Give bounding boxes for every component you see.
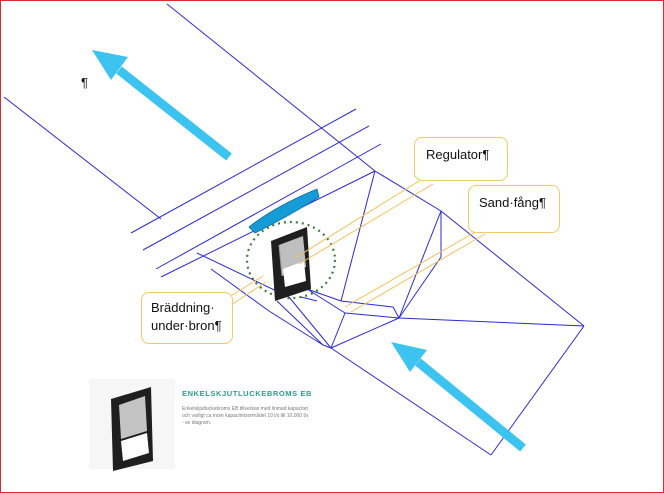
paragraph-mark: ¶: [81, 75, 88, 90]
flow-arrow-upstream: [391, 342, 526, 452]
regulator-highlight-circle: [245, 220, 337, 300]
regulator-callout-label: Regulator¶: [426, 147, 490, 162]
regulator-device-icon: [271, 227, 311, 301]
lower-channel-lines: [322, 210, 585, 456]
upper-channel-lines: [3, 3, 376, 278]
overflow-weir-shape: [248, 188, 320, 234]
sandfang-callout: Sand·fång¶: [468, 185, 560, 233]
inset-product-image: [89, 379, 175, 471]
braddning-callout: Bräddning· under·bron¶: [141, 292, 233, 344]
callout-leader-lines: [228, 180, 486, 313]
braddning-callout-line1: Bräddning·: [151, 300, 215, 315]
sandfang-callout-label: Sand·fång¶: [479, 195, 546, 210]
braddning-callout-line2: under·bron¶: [151, 318, 222, 333]
flow-arrow-downstream: [92, 50, 232, 161]
inset-description: Enkelskjutluckebroms EB tillverkas med l…: [182, 406, 309, 426]
inset-title: ENKELSKJUTLUCKEBROMS EB: [182, 389, 313, 398]
sand-trap-chamber-lines: [196, 170, 442, 349]
bridge-deck-lines: [130, 108, 382, 270]
regulator-callout: Regulator¶: [414, 137, 508, 181]
